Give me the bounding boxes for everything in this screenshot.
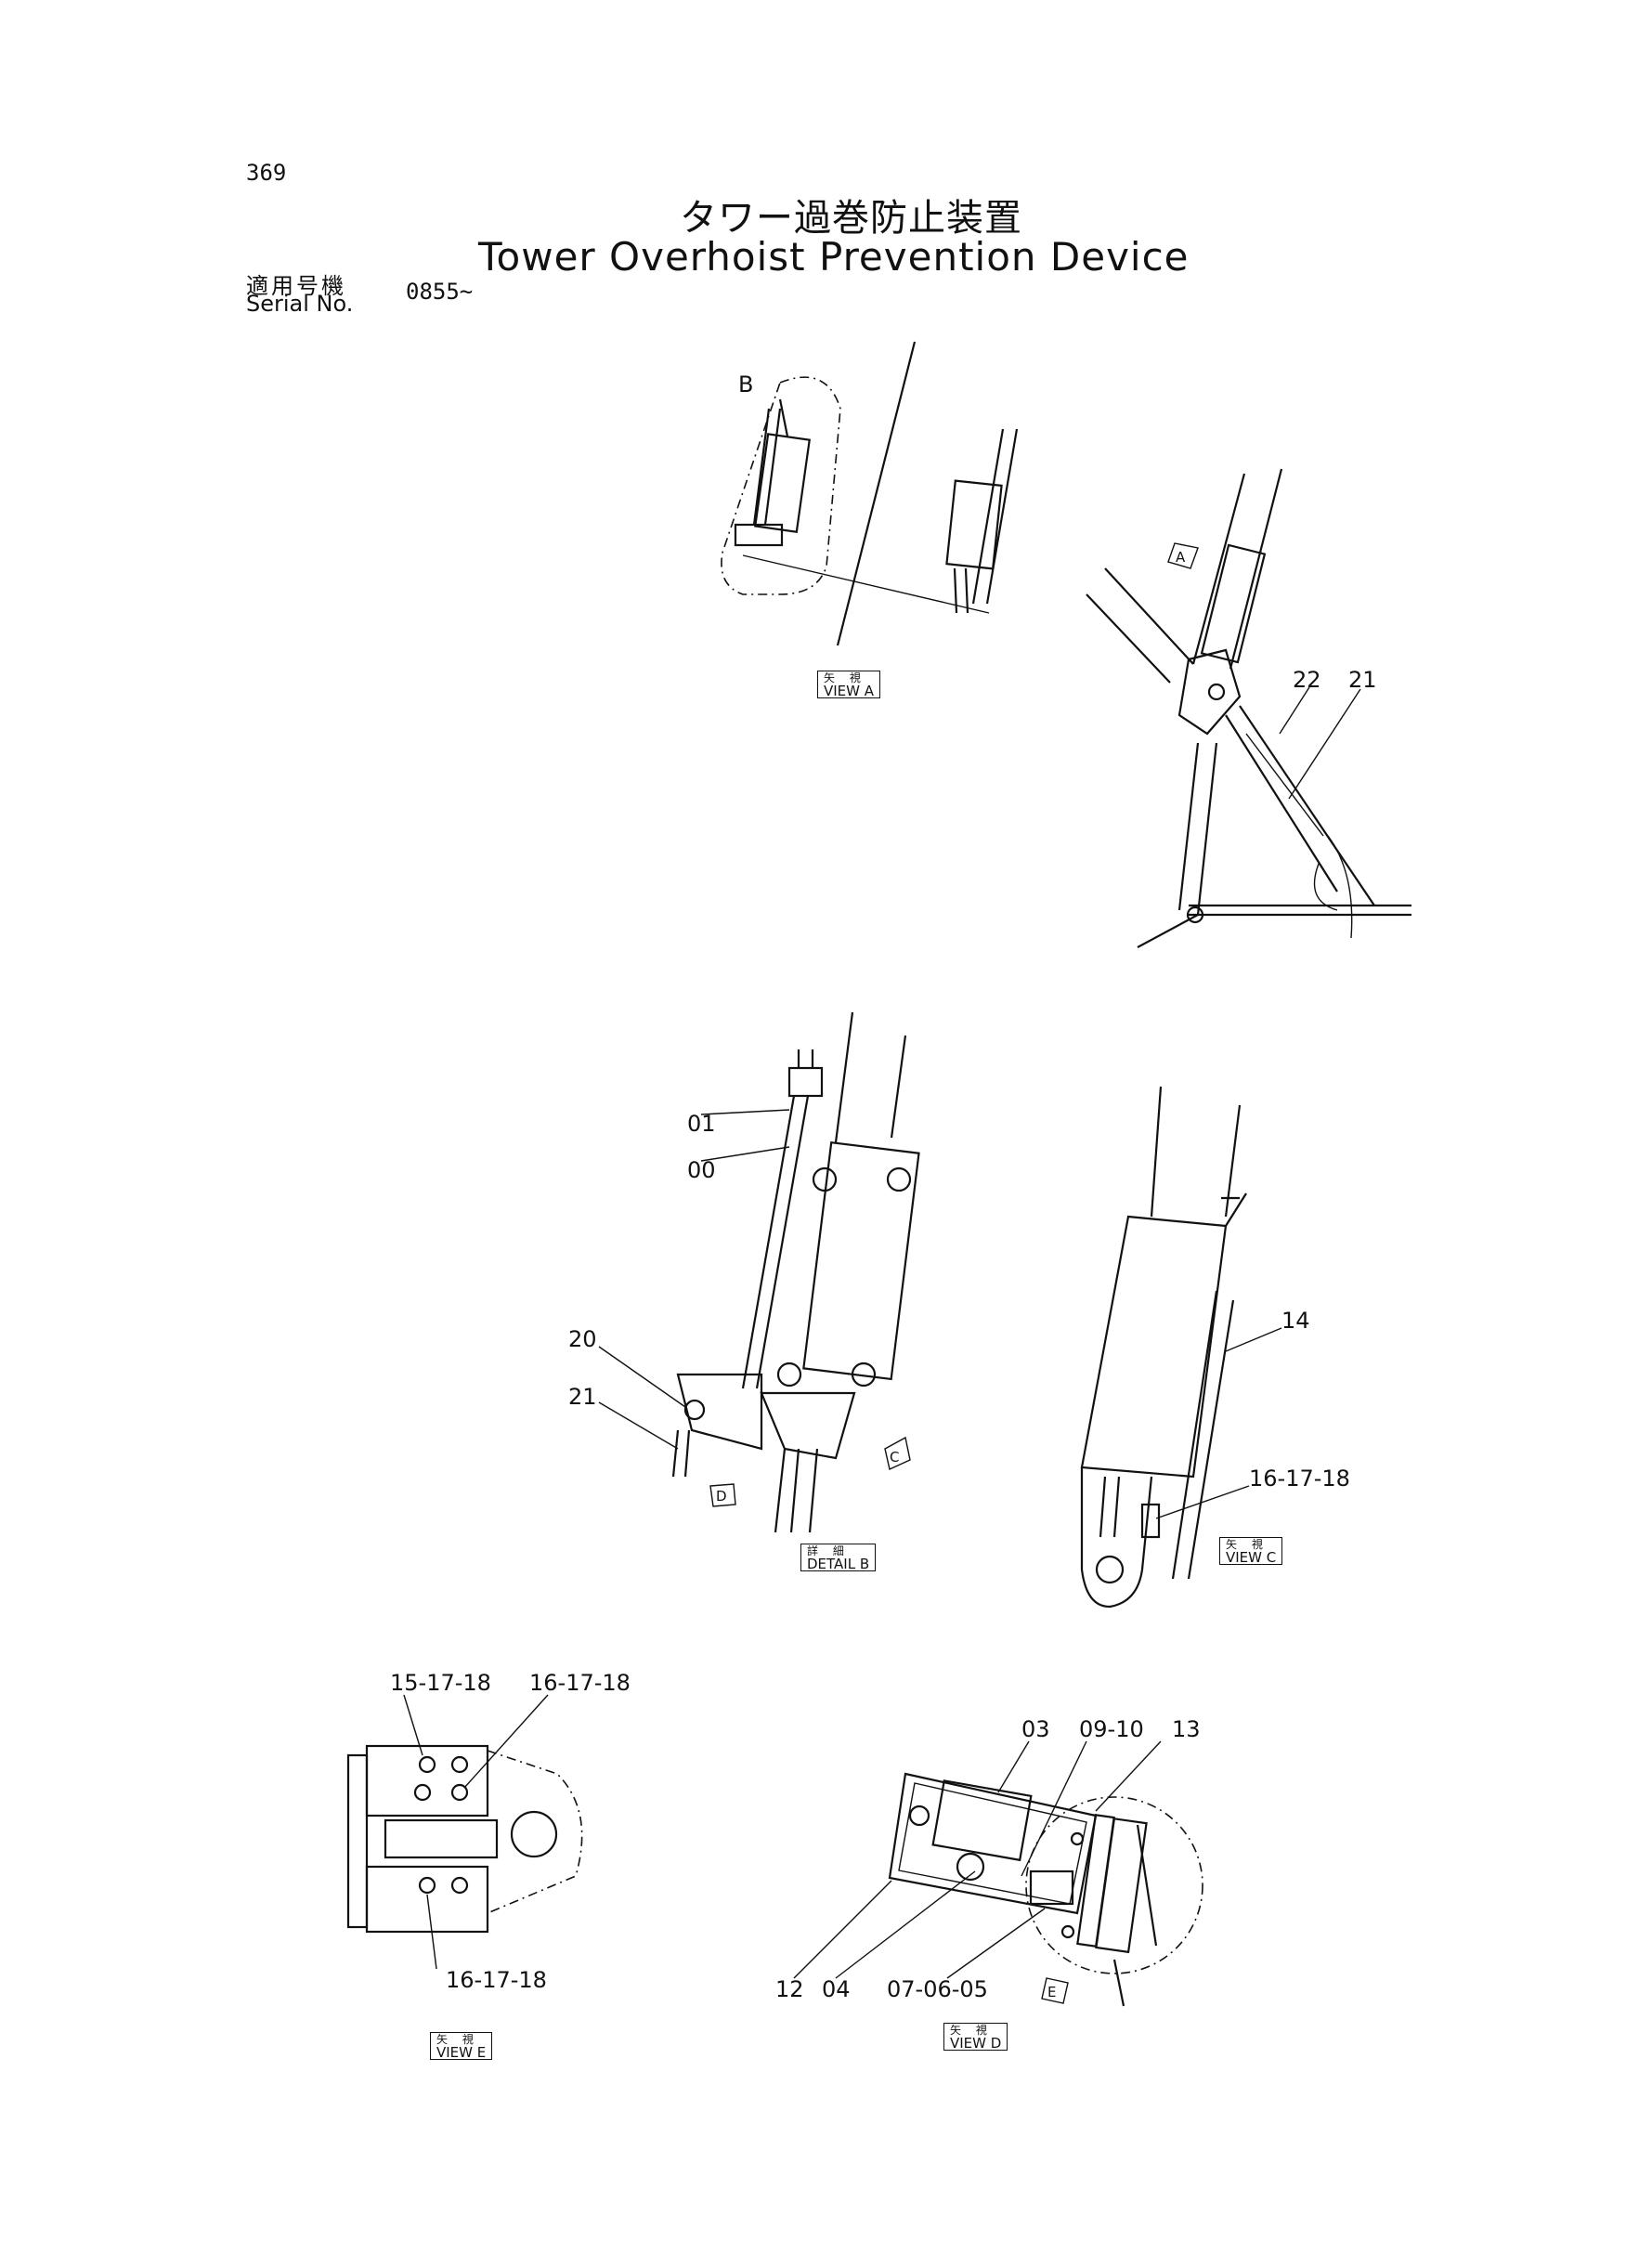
part-label-12: 12 bbox=[775, 1976, 804, 2002]
serial-label-japanese: 適用号機 bbox=[246, 273, 346, 299]
part-label-21-mid: 21 bbox=[568, 1384, 597, 1410]
part-label-22: 22 bbox=[1293, 667, 1321, 693]
marker-a-arrow: A bbox=[1167, 542, 1199, 569]
detail-b-drawing bbox=[598, 1011, 920, 1533]
part-label-14: 14 bbox=[1281, 1308, 1310, 1334]
svg-text:A: A bbox=[1176, 549, 1186, 566]
svg-text:D: D bbox=[716, 1488, 727, 1505]
serial-label-english: Serial No. bbox=[246, 291, 354, 317]
view-a-drawing bbox=[721, 341, 1019, 646]
marker-d-arrow: D bbox=[709, 1483, 736, 1507]
part-label-13: 13 bbox=[1172, 1716, 1201, 1742]
serial-number-value: 0855~ bbox=[406, 279, 474, 305]
page-title-japanese: タワー過巻防止装置 bbox=[680, 197, 1022, 240]
part-label-16-17-18-view-c: 16-17-18 bbox=[1249, 1466, 1350, 1492]
view-c-drawing bbox=[1080, 1086, 1282, 1609]
part-label-07-06-05: 07-06-05 bbox=[887, 1976, 988, 2002]
view-c-caption: 矢 視 VIEW C bbox=[1219, 1537, 1283, 1565]
part-label-15-17-18: 15-17-18 bbox=[390, 1670, 491, 1696]
marker-e-arrow: E bbox=[1041, 1977, 1069, 2004]
detail-b-bubble bbox=[721, 376, 841, 595]
part-label-04: 04 bbox=[822, 1976, 851, 2002]
part-label-03: 03 bbox=[1021, 1716, 1050, 1742]
marker-b: B bbox=[738, 371, 753, 397]
svg-text:B: B bbox=[738, 371, 753, 397]
detail-b-caption: 詳 細 DETAIL B bbox=[800, 1544, 877, 1571]
svg-text:E: E bbox=[1047, 1984, 1056, 2000]
page-title-english: Tower Overhoist Prevention Device bbox=[478, 234, 1190, 280]
part-label-16-17-18-view-e-bottom: 16-17-18 bbox=[446, 1967, 547, 1993]
view-d-drawing bbox=[793, 1740, 1203, 2007]
tower-pivot bbox=[1177, 648, 1242, 736]
svg-text:C: C bbox=[890, 1449, 899, 1466]
tower-side-drawing bbox=[1086, 468, 1411, 948]
part-label-20: 20 bbox=[568, 1326, 597, 1352]
view-d-caption: 矢 視 VIEW D bbox=[943, 2023, 1008, 2051]
view-a-caption: 矢 視 VIEW A bbox=[817, 671, 881, 698]
page-number: 369 bbox=[246, 160, 287, 186]
view-e-caption: 矢 視 VIEW E bbox=[430, 2032, 493, 2060]
part-label-16-17-18-view-e-top: 16-17-18 bbox=[529, 1670, 631, 1696]
part-label-09-10: 09-10 bbox=[1079, 1716, 1144, 1742]
part-label-00: 00 bbox=[687, 1157, 716, 1183]
view-e-drawing bbox=[346, 1694, 583, 1970]
part-label-21-top: 21 bbox=[1348, 667, 1377, 693]
part-label-01: 01 bbox=[687, 1111, 716, 1137]
marker-c-arrow: C bbox=[884, 1436, 911, 1470]
